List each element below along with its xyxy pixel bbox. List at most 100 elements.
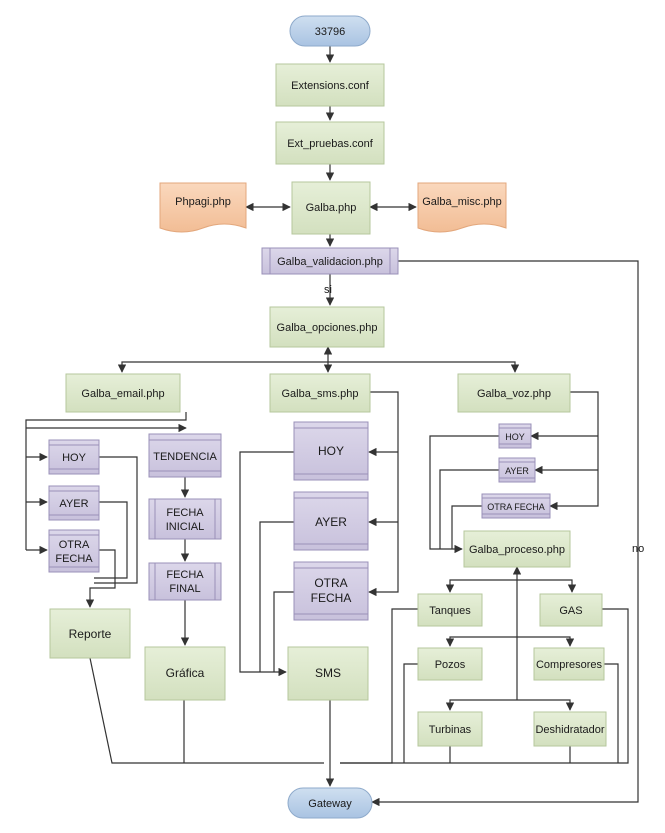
node-grafica-label: Gráfica bbox=[166, 666, 205, 680]
node-tendencia-label: TENDENCIA bbox=[153, 451, 217, 463]
edge-pozos-gateway bbox=[403, 663, 418, 763]
node-voz-hoy[interactable]: HOY bbox=[498, 423, 532, 449]
node-tanques[interactable]: Tanques bbox=[417, 593, 483, 627]
node-galba-misc-label: Galba_misc.php bbox=[422, 196, 502, 208]
node-tendencia[interactable]: TENDENCIA bbox=[148, 433, 222, 478]
edge-otra-reporte bbox=[85, 549, 116, 608]
edge-proceso-turbinas bbox=[445, 699, 517, 711]
edge-smsayer-sms bbox=[259, 521, 294, 672]
node-sms-otra-label-2: FECHA bbox=[311, 591, 352, 605]
node-email-otra-label-1: OTRA bbox=[59, 539, 90, 551]
node-sms-hoy[interactable]: HOY bbox=[293, 421, 369, 481]
node-fecha-inicial-label-2: INICIAL bbox=[166, 521, 205, 533]
edge-validacion-gateway-no bbox=[371, 260, 639, 807]
node-gas-label: GAS bbox=[559, 605, 582, 617]
node-sms-out-label: SMS bbox=[315, 666, 341, 680]
node-validacion[interactable]: Galba_validacion.php bbox=[261, 247, 399, 275]
node-sms-otra-label-1: OTRA bbox=[314, 576, 347, 590]
node-ext-pruebas-label: Ext_pruebas.conf bbox=[287, 138, 374, 150]
edge-proceso-tanques bbox=[445, 579, 517, 593]
node-phpagi-label: Phpagi.php bbox=[175, 196, 231, 208]
node-voz-label: Galba_voz.php bbox=[477, 388, 551, 400]
node-start-label: 33796 bbox=[315, 26, 346, 38]
node-email-otra-label-2: FECHA bbox=[55, 553, 93, 565]
edge-sms-otra bbox=[368, 391, 399, 597]
edge-gas-gateway bbox=[340, 608, 629, 764]
node-galba[interactable]: Galba.php bbox=[291, 181, 371, 235]
node-gas[interactable]: GAS bbox=[539, 593, 603, 627]
node-email-ayer-label: AYER bbox=[59, 498, 88, 510]
node-fecha-inicial[interactable]: FECHA INICIAL bbox=[148, 498, 222, 540]
node-proceso-label: Galba_proceso.php bbox=[469, 544, 565, 556]
edge-email-trunk bbox=[25, 412, 187, 550]
node-gateway[interactable]: Gateway bbox=[287, 787, 373, 819]
edge-compresores-gateway bbox=[604, 663, 619, 763]
edge-smsotra-sms bbox=[273, 591, 294, 672]
node-extensions[interactable]: Extensions.conf bbox=[275, 63, 385, 107]
edge-proceso-gas bbox=[517, 579, 577, 593]
node-galba-misc[interactable]: Galba_misc.php bbox=[417, 182, 507, 233]
node-validacion-label: Galba_validacion.php bbox=[277, 256, 383, 268]
edge-voz-otra bbox=[549, 391, 599, 511]
node-email-hoy[interactable]: HOY bbox=[48, 439, 100, 475]
node-voz-ayer-label: AYER bbox=[505, 466, 529, 476]
node-voz-hoy-label: HOY bbox=[505, 432, 525, 442]
node-sms-out[interactable]: SMS bbox=[287, 646, 369, 701]
edge-proceso-deshidratador bbox=[517, 699, 575, 711]
node-grafica[interactable]: Gráfica bbox=[144, 646, 226, 701]
node-sms-branch[interactable]: Galba_sms.php bbox=[269, 373, 371, 413]
edges: si no bbox=[25, 46, 644, 807]
edge-opciones-voz bbox=[328, 361, 520, 373]
node-sms-branch-label: Galba_sms.php bbox=[281, 388, 358, 400]
node-compresores[interactable]: Compresores bbox=[533, 647, 605, 681]
edge-label-no: no bbox=[632, 543, 644, 555]
node-email-otra[interactable]: OTRA FECHA bbox=[48, 529, 100, 573]
edge-ayer-reporte bbox=[94, 501, 128, 579]
node-opciones[interactable]: Galba_opciones.php bbox=[269, 306, 385, 348]
node-turbinas-label: Turbinas bbox=[429, 724, 472, 736]
node-sms-ayer[interactable]: AYER bbox=[293, 491, 369, 551]
node-voz[interactable]: Galba_voz.php bbox=[457, 373, 571, 413]
node-sms-ayer-label: AYER bbox=[315, 515, 347, 529]
node-voz-otra[interactable]: OTRA FECHA bbox=[481, 493, 551, 519]
node-gateway-label: Gateway bbox=[308, 798, 352, 810]
edge-vozayer-proceso bbox=[439, 469, 499, 549]
node-email-label: Galba_email.php bbox=[81, 388, 164, 400]
node-email[interactable]: Galba_email.php bbox=[65, 373, 181, 413]
node-fecha-final-label-1: FECHA bbox=[166, 569, 204, 581]
node-fecha-final-label-2: FINAL bbox=[169, 583, 200, 595]
node-start[interactable]: 33796 bbox=[289, 15, 371, 47]
node-email-ayer[interactable]: AYER bbox=[48, 485, 100, 521]
node-opciones-label: Galba_opciones.php bbox=[277, 322, 378, 334]
node-phpagi[interactable]: Phpagi.php bbox=[159, 182, 247, 233]
node-email-hoy-label: HOY bbox=[62, 452, 87, 464]
node-fecha-inicial-label-1: FECHA bbox=[166, 507, 204, 519]
node-pozos-label: Pozos bbox=[435, 659, 466, 671]
node-deshidratador[interactable]: Deshidratador bbox=[533, 711, 607, 747]
node-reporte[interactable]: Reporte bbox=[49, 608, 131, 659]
edge-label-si: si bbox=[324, 284, 332, 296]
edge-opciones-email bbox=[117, 361, 328, 373]
node-compresores-label: Compresores bbox=[536, 659, 603, 671]
node-galba-label: Galba.php bbox=[306, 202, 357, 214]
node-reporte-label: Reporte bbox=[69, 627, 112, 641]
node-proceso[interactable]: Galba_proceso.php bbox=[463, 530, 571, 568]
node-deshidratador-label: Deshidratador bbox=[535, 724, 604, 736]
node-extensions-label: Extensions.conf bbox=[291, 80, 370, 92]
edge-vozotra-proceso bbox=[451, 505, 482, 549]
node-ext-pruebas[interactable]: Ext_pruebas.conf bbox=[275, 121, 385, 165]
edge-proceso-compresores bbox=[517, 636, 575, 647]
node-tanques-label: Tanques bbox=[429, 605, 471, 617]
node-sms-hoy-label: HOY bbox=[318, 444, 344, 458]
edge-reporte-gateway bbox=[89, 657, 324, 764]
edge-smshoy-sms bbox=[239, 451, 294, 677]
node-pozos[interactable]: Pozos bbox=[417, 647, 483, 681]
node-voz-otra-label: OTRA FECHA bbox=[487, 502, 545, 512]
node-voz-ayer[interactable]: AYER bbox=[498, 457, 536, 483]
node-turbinas[interactable]: Turbinas bbox=[417, 711, 483, 747]
edge-proceso-pozos bbox=[445, 636, 517, 647]
node-sms-otra[interactable]: OTRA FECHA bbox=[293, 561, 369, 621]
node-fecha-final[interactable]: FECHA FINAL bbox=[148, 562, 222, 601]
